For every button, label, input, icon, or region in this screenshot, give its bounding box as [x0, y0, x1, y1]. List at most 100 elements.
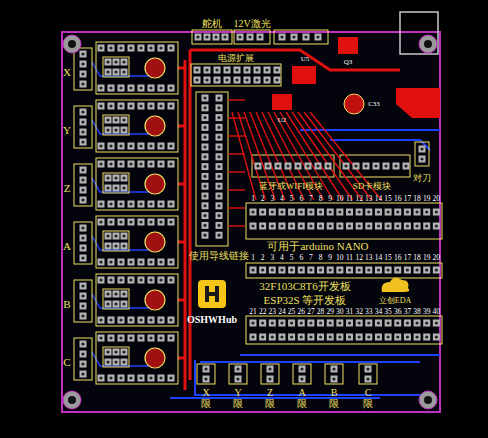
- pin-pad: [80, 245, 87, 252]
- pin-number: 5: [290, 195, 294, 203]
- pin-pad: [108, 277, 115, 284]
- pin-pad: [202, 134, 209, 141]
- pin-pad: [158, 219, 165, 226]
- pin-pad: [80, 119, 87, 126]
- pin-pad: [118, 161, 125, 168]
- jumper-outline: [103, 347, 129, 367]
- signal-trace: [228, 171, 245, 172]
- pin-hole: [406, 210, 409, 213]
- pin-hole: [159, 86, 162, 89]
- pin-hole: [271, 335, 274, 338]
- pin-number: 37: [404, 308, 412, 316]
- pin-hole: [204, 367, 207, 370]
- pin-hole: [122, 176, 125, 179]
- pin-hole: [415, 321, 418, 324]
- pin-hole: [119, 162, 122, 165]
- pin-pad: [168, 45, 175, 52]
- pin-pad: [317, 209, 324, 216]
- pin-number: 6: [299, 195, 303, 203]
- pin-number: 20: [433, 195, 441, 203]
- pin-number: 27: [307, 308, 315, 316]
- pin-pad: [365, 267, 372, 274]
- pin-hole: [280, 268, 283, 271]
- signal-trace: [228, 189, 245, 190]
- pin-hole: [261, 210, 264, 213]
- limit-label: B限: [329, 387, 339, 409]
- signal-trace: [228, 99, 245, 100]
- pin-hole: [348, 268, 351, 271]
- pin-hole: [203, 136, 206, 139]
- bottom-trace: [200, 130, 440, 362]
- pin-hole: [81, 226, 84, 229]
- pin-number: 3: [270, 254, 274, 262]
- pin-pad: [336, 320, 343, 327]
- limit-connector-outline: [325, 364, 343, 384]
- pin-pad: [105, 243, 112, 250]
- pin-pad: [356, 320, 363, 327]
- capacitor: [145, 348, 165, 368]
- pin-hole: [348, 321, 351, 324]
- pin-number: 15: [384, 195, 392, 203]
- limit-label: Y限: [233, 387, 243, 409]
- pin-pad: [433, 209, 440, 216]
- pin-hole: [300, 377, 303, 380]
- pin-pad: [288, 267, 295, 274]
- pin-pad: [118, 103, 125, 110]
- driver-module-outline: [96, 158, 178, 210]
- pin-pad: [393, 163, 400, 170]
- pin-pad: [128, 335, 135, 342]
- power-trace: [178, 125, 185, 128]
- pin-hole: [114, 360, 117, 363]
- pin-pad: [274, 77, 281, 84]
- pin-hole: [290, 268, 293, 271]
- jumper-outline: [103, 173, 129, 193]
- pin-hole: [109, 202, 112, 205]
- pin-number: 36: [394, 308, 402, 316]
- driver-module-outline: [96, 42, 178, 94]
- pin-hole: [139, 86, 142, 89]
- pin-pad: [365, 334, 372, 341]
- pin-hole: [286, 164, 289, 167]
- pin-pad: [194, 77, 201, 84]
- pin-hole: [119, 278, 122, 281]
- pin-pad: [279, 34, 286, 41]
- pin-number: 38: [413, 308, 421, 316]
- oshwhub-logo-mark: [205, 286, 219, 302]
- pin-pad: [385, 267, 392, 274]
- pin-pad: [269, 267, 276, 274]
- pin-hole: [119, 220, 122, 223]
- pin-pad: [259, 223, 266, 230]
- pin-hole: [280, 335, 283, 338]
- pin-pad: [168, 85, 175, 92]
- pin-hole: [169, 202, 172, 205]
- pin-pad: [158, 201, 165, 208]
- pin-hole: [309, 321, 312, 324]
- pin-hole: [309, 224, 312, 227]
- jumper-outline: [103, 231, 129, 251]
- pin-hole: [114, 302, 117, 305]
- pin-pad: [105, 69, 112, 76]
- pin-pad: [168, 201, 175, 208]
- pin-hole: [217, 194, 220, 197]
- pin-number: 9: [328, 254, 332, 262]
- pin-hole: [81, 198, 84, 201]
- pin-hole: [326, 164, 329, 167]
- pin-hole: [319, 268, 322, 271]
- pin-hole: [406, 335, 409, 338]
- pin-hole: [139, 162, 142, 165]
- pin-hole: [122, 128, 125, 131]
- pin-pad: [346, 209, 353, 216]
- pin-hole: [374, 164, 377, 167]
- pin-number: 22: [259, 308, 267, 316]
- pin-hole: [169, 46, 172, 49]
- pin-hole: [377, 321, 380, 324]
- pin-pad: [213, 34, 220, 41]
- pin-hole: [129, 162, 132, 165]
- pin-hole: [119, 336, 122, 339]
- pin-pad: [113, 243, 120, 250]
- pin-hole: [159, 376, 162, 379]
- pin-pad: [202, 222, 209, 229]
- pin-pad: [108, 161, 115, 168]
- pin-hole: [290, 321, 293, 324]
- pin-hole: [203, 175, 206, 178]
